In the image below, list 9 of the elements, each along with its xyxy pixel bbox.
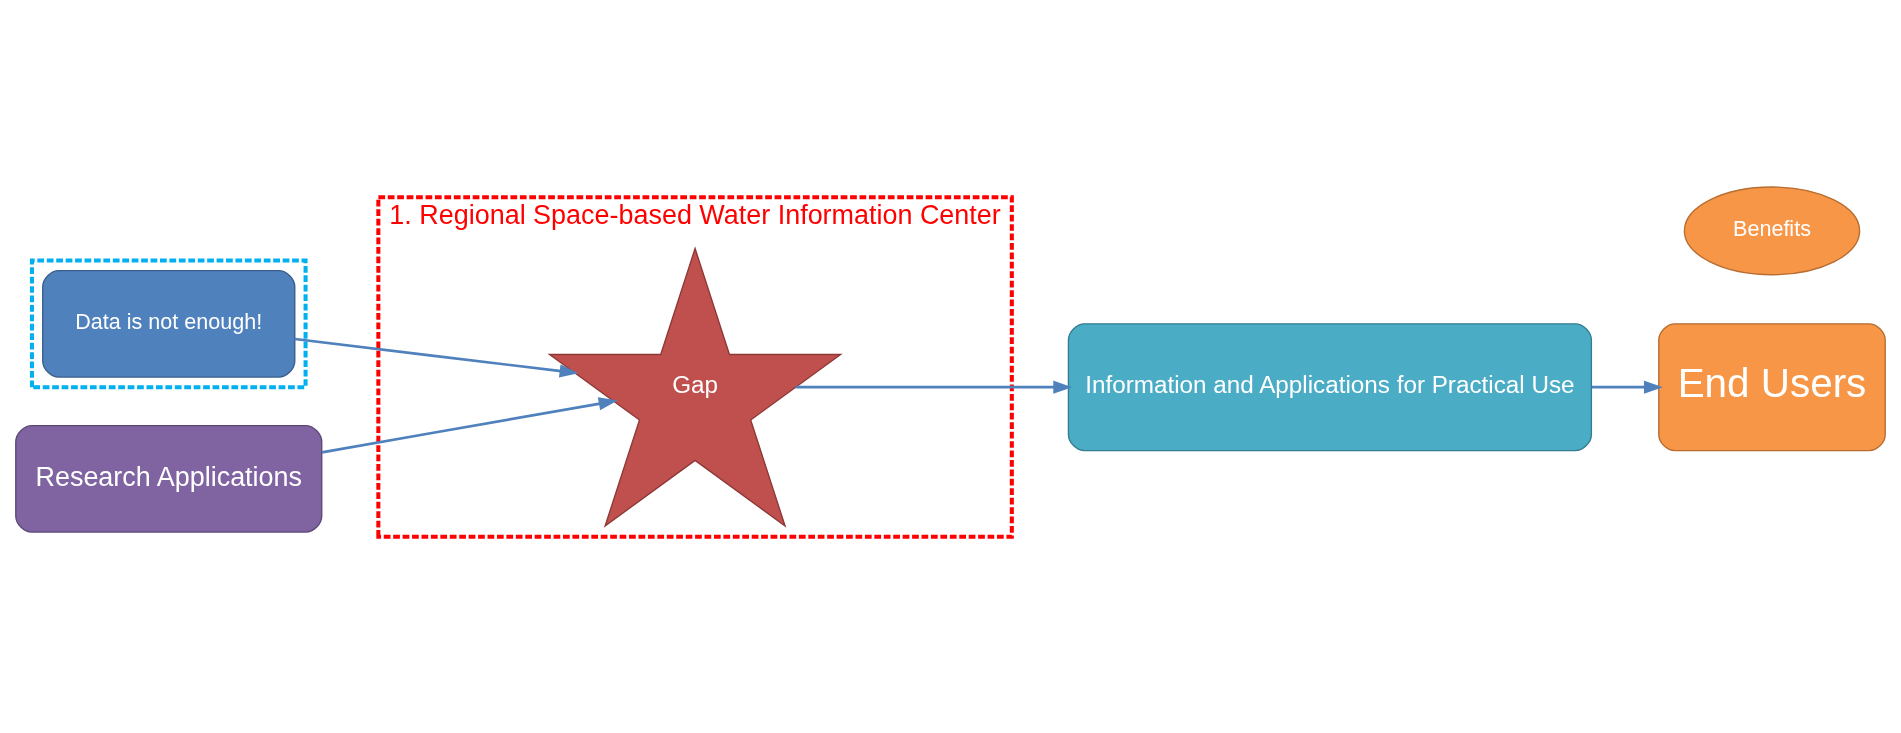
node-ellipse: Benefits <box>1683 185 1861 275</box>
node-box: Data is not enough! <box>42 269 296 378</box>
node-box: Information and Applications for Practical Use <box>1067 322 1593 451</box>
arrow <box>795 380 1073 394</box>
arrow <box>1591 380 1663 394</box>
arrow <box>321 396 618 454</box>
node-box: Research Applications <box>15 424 323 533</box>
cluster <box>29 258 308 389</box>
node-box: End Users <box>1658 322 1886 451</box>
